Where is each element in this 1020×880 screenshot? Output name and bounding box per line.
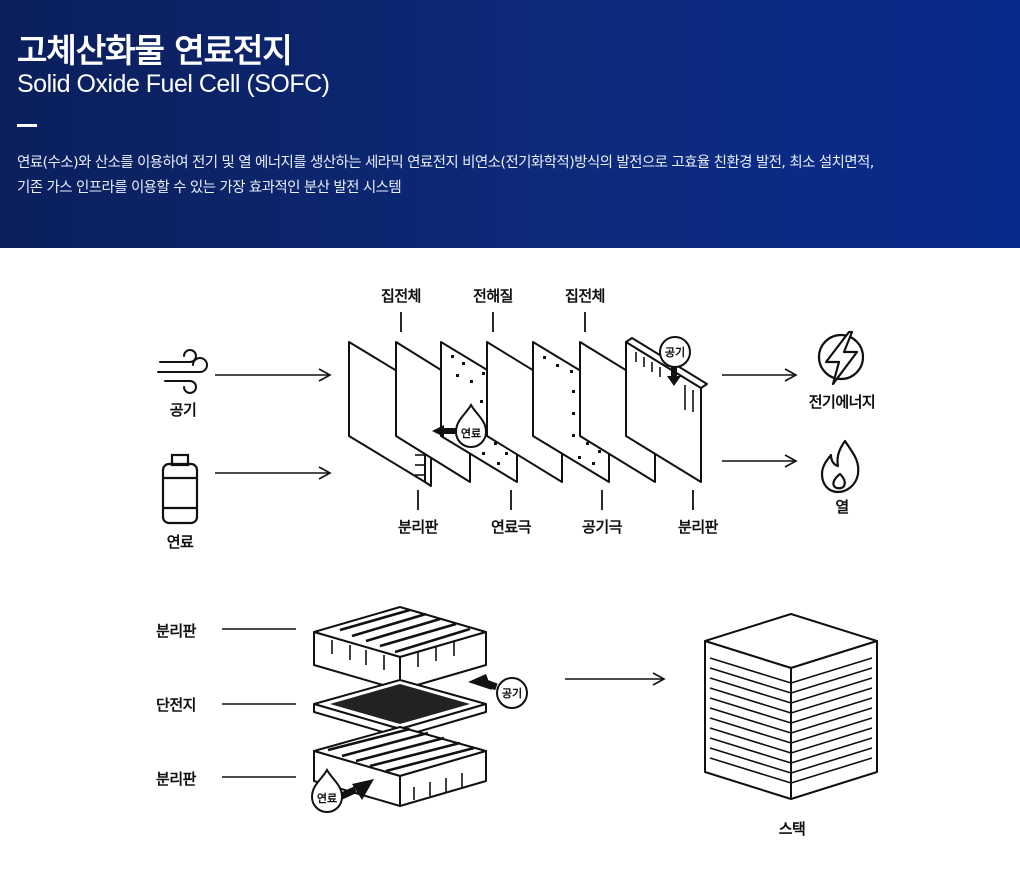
fuel-flow-bubble: 연료: [432, 402, 488, 448]
stack-separator-top: [313, 606, 487, 691]
description: 연료(수소)와 산소를 이용하여 전기 및 열 에너지를 생산하는 세라믹 연료…: [17, 151, 1007, 201]
stack-separator-bottom: [313, 726, 487, 807]
header-banner: 고체산화물 연료전지 Solid Oxide Fuel Cell (SOFC) …: [0, 0, 1020, 248]
label-electrolyte: 전해질: [473, 287, 513, 305]
wind-icon: [157, 349, 208, 394]
heat-output-label: 열: [835, 498, 848, 516]
page-subtitle: Solid Oxide Fuel Cell (SOFC): [17, 70, 330, 98]
label-ticks: [400, 312, 694, 510]
air-input-label: 공기: [170, 401, 197, 419]
stack-fuel-bubble: 연료: [310, 767, 374, 813]
fuel-input-label: 연료: [167, 533, 194, 551]
description-line-1: 연료(수소)와 산소를 이용하여 전기 및 열 에너지를 생산하는 세라믹 연료…: [17, 155, 874, 171]
label-bottom-cell: 단전지: [156, 696, 196, 714]
label-separator-2: 분리판: [678, 518, 719, 536]
label-collector-2: 집전체: [565, 287, 605, 305]
title-divider: [17, 124, 37, 127]
stack-label: 스택: [779, 820, 806, 838]
label-collector-1: 집전체: [381, 287, 421, 305]
stack-fuel-bubble-label: 연료: [317, 791, 337, 805]
label-separator-1: 분리판: [398, 518, 439, 536]
fuel-bubble-label: 연료: [461, 426, 481, 440]
gas-tank-icon: [161, 453, 199, 525]
stack-air-bubble-label: 공기: [502, 686, 522, 700]
description-line-2: 기존 가스 인프라를 이용할 수 있는 가장 효과적인 분산 발전 시스템: [17, 180, 402, 196]
fuel-cell-stack: [704, 613, 878, 800]
label-cathode: 공기극: [582, 518, 623, 536]
air-flow-bubble: 공기: [659, 336, 691, 386]
bottom-label-lines: [222, 628, 296, 778]
label-bottom-separator-bottom: 분리판: [156, 770, 197, 788]
flame-icon: [820, 439, 860, 494]
label-bottom-separator-top: 분리판: [156, 622, 197, 640]
sofc-diagram: 공기 연료: [156, 287, 878, 838]
air-bubble-label: 공기: [665, 345, 685, 359]
label-anode: 연료극: [491, 518, 532, 536]
page-title: 고체산화물 연료전지: [17, 31, 293, 70]
electric-output-label: 전기에너지: [809, 393, 876, 411]
stack-unit-cell: [313, 679, 487, 738]
stack-air-bubble: 공기: [468, 674, 528, 709]
lightning-icon: [817, 330, 865, 386]
